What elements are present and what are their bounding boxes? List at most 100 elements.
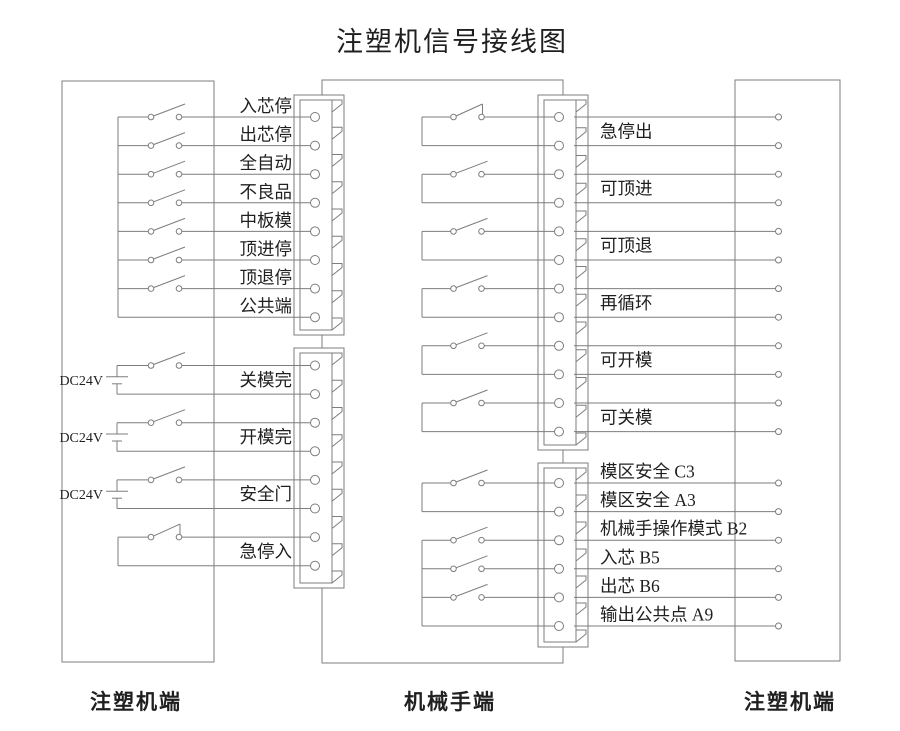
switch-contact bbox=[478, 170, 485, 178]
terminal bbox=[775, 508, 782, 516]
switch-contact bbox=[478, 285, 485, 292]
switch-contact bbox=[147, 199, 155, 207]
switch-contact bbox=[478, 594, 485, 601]
terminal bbox=[775, 593, 782, 601]
terminal bbox=[775, 285, 782, 293]
switch-contact bbox=[147, 170, 155, 178]
dc24v-label: DC24V bbox=[59, 488, 103, 503]
signal-label-顶进停: 顶进停 bbox=[240, 239, 293, 259]
enclosure-boxes bbox=[61, 79, 841, 664]
switch-contact bbox=[450, 170, 457, 178]
signal-label-全自动: 全自动 bbox=[240, 153, 293, 173]
terminal bbox=[775, 428, 782, 436]
terminal bbox=[775, 536, 782, 544]
machine-right-box bbox=[734, 79, 841, 662]
signal-label-入芯 B5: 入芯 B5 bbox=[600, 547, 660, 567]
switch-contact bbox=[175, 170, 183, 178]
signal-label-入芯停: 入芯停 bbox=[240, 96, 293, 116]
switch-contact bbox=[147, 113, 155, 121]
terminal bbox=[775, 199, 782, 207]
terminal bbox=[775, 622, 782, 630]
connector-pin bbox=[310, 417, 320, 428]
connector-pin bbox=[554, 340, 564, 351]
connector-pin bbox=[554, 226, 564, 237]
switch-contact bbox=[147, 142, 155, 149]
signal-label-安全门: 安全门 bbox=[240, 484, 293, 504]
signal-label-中板模: 中板模 bbox=[240, 210, 293, 230]
dc24v-label: DC24V bbox=[59, 431, 103, 446]
dc24v-label: DC24V bbox=[59, 374, 103, 389]
switch-contact bbox=[147, 256, 155, 264]
switch-contact bbox=[175, 256, 183, 264]
connector-pin bbox=[554, 140, 564, 151]
terminal bbox=[775, 399, 782, 407]
signal-label-模区安全 C3: 模区安全 C3 bbox=[600, 462, 695, 482]
terminal bbox=[775, 170, 782, 178]
connector-pin bbox=[310, 560, 320, 571]
switch-contact bbox=[450, 285, 457, 292]
connector-d bbox=[537, 462, 589, 648]
signal-label-急停入: 急停入 bbox=[240, 541, 293, 561]
connector-pin bbox=[554, 563, 564, 574]
switch-contact bbox=[175, 285, 183, 292]
connector-pin bbox=[554, 312, 564, 323]
switch-contact bbox=[147, 228, 155, 235]
switch-contact bbox=[478, 113, 485, 121]
connector-pin bbox=[554, 478, 564, 488]
switch-contact bbox=[147, 476, 155, 484]
connector-pin bbox=[554, 398, 564, 408]
diagram-title: 注塑机信号接线图 bbox=[336, 27, 568, 57]
switch-contact bbox=[450, 536, 457, 544]
switch-contact bbox=[147, 362, 155, 369]
signal-label-输出公共点 A9: 输出公共点 A9 bbox=[600, 605, 714, 625]
terminal bbox=[775, 142, 782, 150]
connector-pin bbox=[554, 369, 564, 380]
terminal bbox=[775, 113, 782, 121]
connector-pin bbox=[310, 532, 320, 543]
switch-contact bbox=[175, 199, 183, 207]
connector-pin bbox=[554, 621, 564, 631]
connector-b bbox=[293, 347, 345, 589]
connector-pin bbox=[310, 283, 320, 294]
signal-label-可关模: 可关模 bbox=[600, 407, 653, 427]
connector-c bbox=[537, 94, 589, 451]
connector-pin bbox=[310, 474, 320, 485]
switch-contact bbox=[478, 342, 485, 350]
switch-contact bbox=[175, 419, 183, 427]
terminal bbox=[775, 256, 782, 264]
machine-left-box bbox=[61, 80, 215, 663]
connector-pin bbox=[554, 592, 564, 603]
signal-label-机械手操作模式 B2: 机械手操作模式 B2 bbox=[600, 519, 747, 539]
switch-contact bbox=[147, 533, 155, 541]
switch-contact bbox=[175, 142, 183, 149]
switch-contact bbox=[147, 285, 155, 292]
connector-pin bbox=[554, 283, 564, 294]
switch-contact bbox=[450, 594, 457, 601]
signal-label-关模完: 关模完 bbox=[240, 370, 293, 390]
connector-pin bbox=[554, 112, 564, 122]
signal-label-可顶退: 可顶退 bbox=[600, 236, 653, 256]
switch-contact bbox=[147, 419, 155, 427]
caption-right-machine: 注塑机端 bbox=[744, 690, 836, 714]
connector-pin bbox=[310, 503, 320, 514]
connector-pin bbox=[310, 360, 320, 371]
signal-label-模区安全 A3: 模区安全 A3 bbox=[600, 490, 696, 510]
signal-label-出芯停: 出芯停 bbox=[240, 125, 293, 145]
switch-contact bbox=[450, 342, 457, 350]
terminal bbox=[775, 313, 782, 321]
connector-pin bbox=[554, 255, 564, 265]
switch-contact bbox=[175, 113, 183, 121]
switch-contact bbox=[450, 565, 457, 573]
connector-pin bbox=[554, 426, 564, 437]
switch-contact bbox=[450, 113, 457, 121]
connector-pin bbox=[310, 255, 320, 265]
signal-label-顶退停: 顶退停 bbox=[240, 268, 293, 288]
switch-contact bbox=[478, 565, 485, 573]
terminal bbox=[775, 479, 782, 487]
connector-pin bbox=[554, 535, 564, 546]
